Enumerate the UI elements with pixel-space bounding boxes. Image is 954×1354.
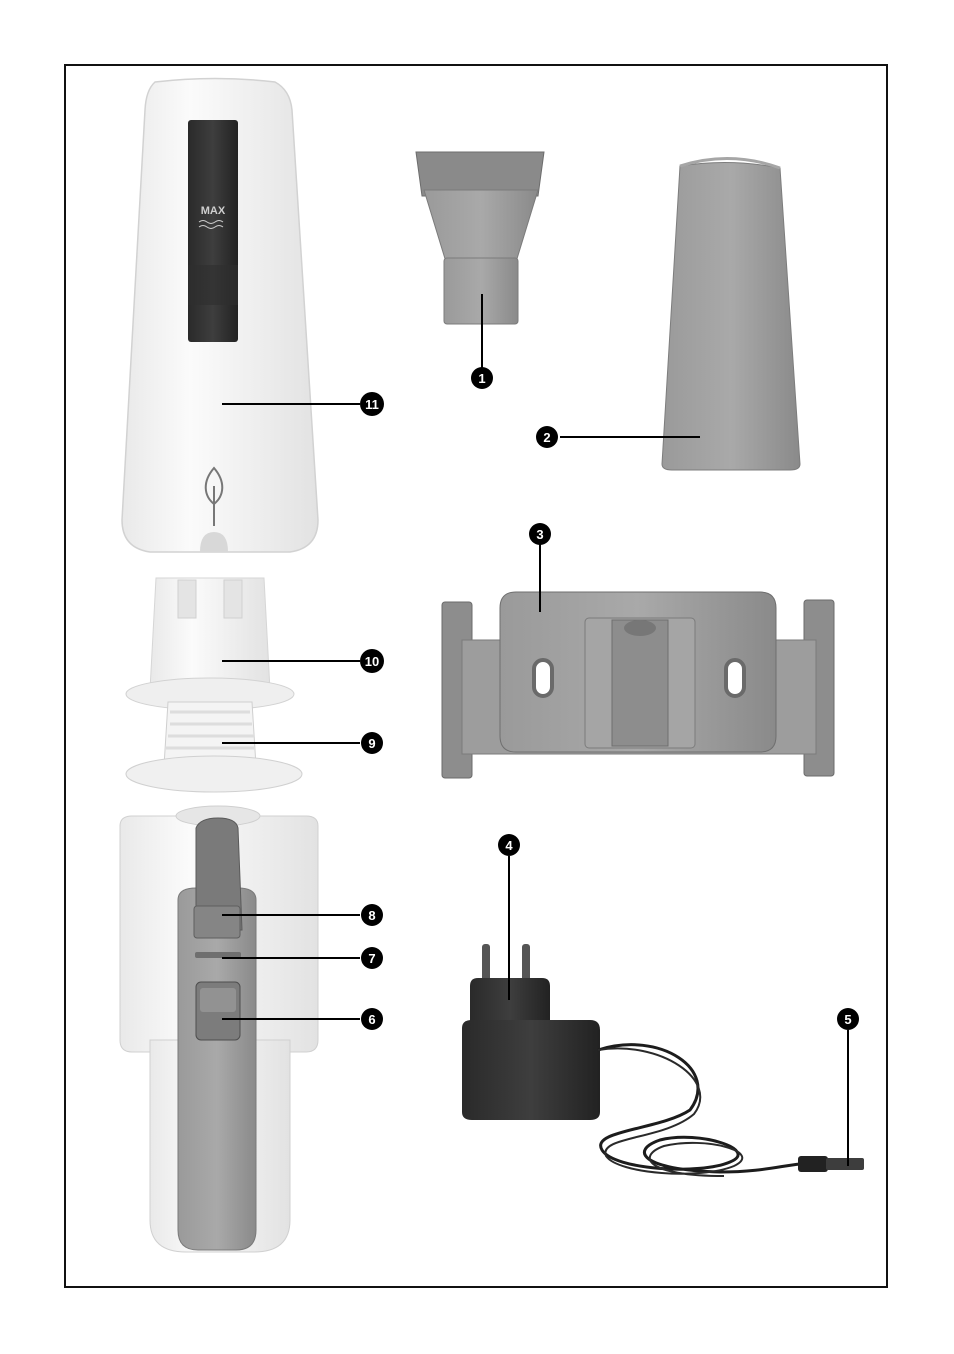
crevice-nozzle: [416, 152, 544, 324]
dust-container: MAX: [122, 79, 318, 553]
callout-4: 4: [498, 834, 520, 856]
callout-10: 10: [360, 649, 384, 673]
svg-text:8: 8: [368, 908, 375, 923]
hand-unit: [120, 806, 318, 1252]
charger-adapter: [462, 944, 600, 1120]
svg-text:11: 11: [365, 397, 379, 412]
svg-text:7: 7: [368, 951, 375, 966]
svg-text:1: 1: [478, 371, 485, 386]
callout-9: 9: [361, 732, 383, 754]
callout-5: 5: [837, 1008, 859, 1030]
wall-bracket: [442, 592, 834, 778]
fill-window: [188, 120, 238, 342]
callout-2: 2: [536, 426, 558, 448]
max-marking: MAX: [201, 205, 226, 217]
callout-11: 11: [360, 392, 384, 416]
callout-7: 7: [361, 947, 383, 969]
extension-tube: [662, 158, 800, 470]
charger-cable: [598, 1045, 864, 1176]
svg-text:4: 4: [505, 838, 513, 853]
filter-assembly: [126, 578, 302, 792]
svg-text:9: 9: [368, 736, 375, 751]
svg-text:6: 6: [368, 1012, 375, 1027]
svg-text:10: 10: [365, 654, 379, 669]
callout-1: 1: [471, 367, 493, 389]
svg-text:3: 3: [536, 527, 543, 542]
svg-text:2: 2: [543, 430, 550, 445]
callout-8: 8: [361, 904, 383, 926]
callout-3: 3: [529, 523, 551, 545]
svg-text:5: 5: [844, 1012, 851, 1027]
callout-6: 6: [361, 1008, 383, 1030]
